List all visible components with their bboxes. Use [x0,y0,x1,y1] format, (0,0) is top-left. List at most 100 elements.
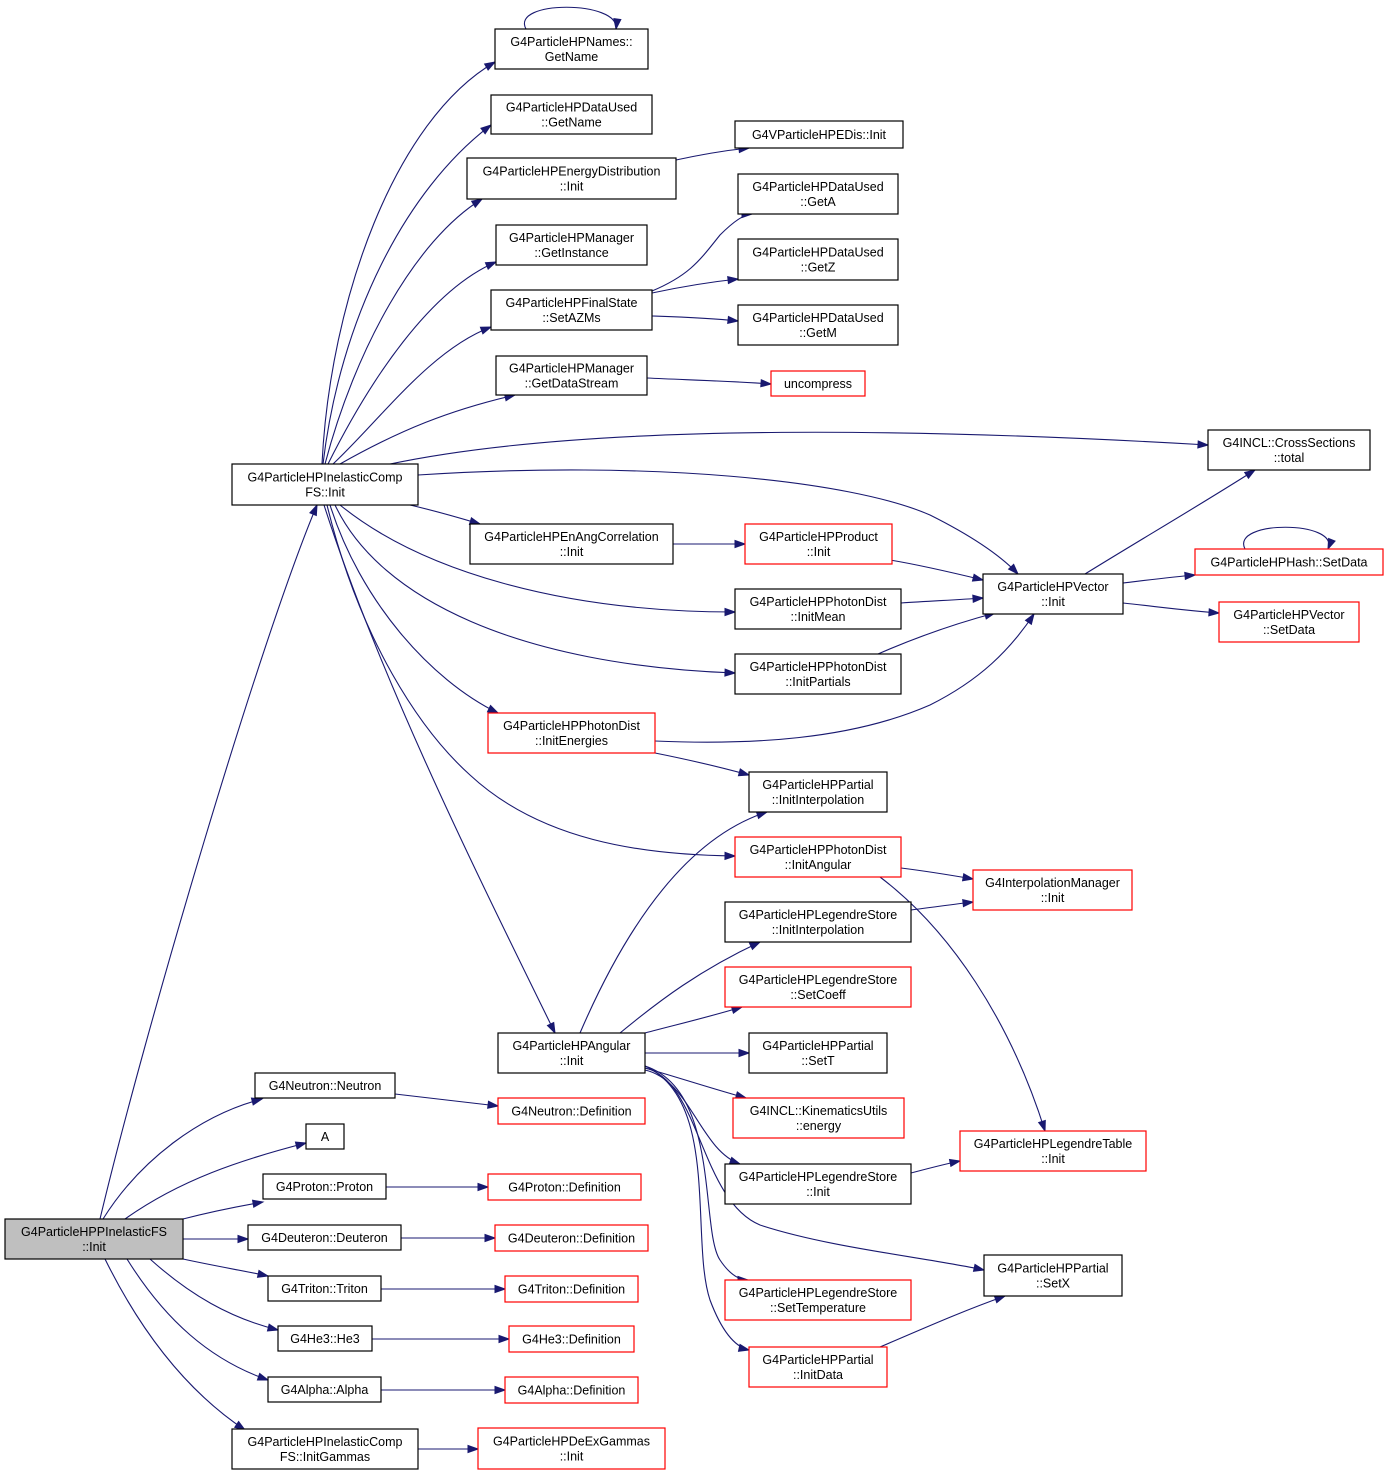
node-get-z[interactable]: G4ParticleHPDataUsed::GetZ [737,238,899,281]
node-box [231,463,419,506]
node-deuteron-def[interactable]: G4Deuteron::Definition [494,1224,649,1252]
node-legendre-set-coeff[interactable]: G4ParticleHPLegendreStore::SetCoeff [724,966,912,1008]
node-label: ::total [1274,451,1305,465]
node-label: ::GetA [800,195,836,209]
arrowhead-hash-set-data [1327,537,1336,551]
node-label: FS::Init [305,486,345,500]
node-triton-triton[interactable]: G4Triton::Triton [267,1275,382,1302]
node-names-get-name[interactable]: G4ParticleHPNames::GetName [494,28,649,70]
node-hash-set-data[interactable]: G4ParticleHPHash::SetData [1194,548,1384,576]
node-manager-get-instance[interactable]: G4ParticleHPManager::GetInstance [495,224,648,266]
node--a[interactable]: A [305,1123,345,1150]
node-partial-set-x[interactable]: G4ParticleHPPartial::SetX [983,1254,1123,1297]
node-label: G4InterpolationManager [985,876,1120,890]
node-he3-def[interactable]: G4He3::Definition [508,1325,635,1353]
node-partial-init-data[interactable]: G4ParticleHPPartial::InitData [748,1346,888,1388]
node-en-ang-init[interactable]: G4ParticleHPEnAngCorrelation::Init [469,523,674,565]
node-label: ::Init [560,1450,584,1464]
node-label: ::Init [82,1240,106,1254]
node-box [469,523,674,565]
node-box [737,304,899,346]
arrowhead-product-init [734,539,747,549]
arrowhead-names-get-name [613,18,622,31]
node-label: G4ParticleHPDataUsed [752,180,883,194]
node-init-partials[interactable]: G4ParticleHPPhotonDist::InitPartials [734,653,902,695]
node-he3-he3[interactable]: G4He3::He3 [277,1325,373,1352]
node-label: G4ParticleHPLegendreStore [739,1286,897,1300]
node-box [982,573,1124,615]
node-product-init[interactable]: G4ParticleHPProduct::Init [744,523,893,565]
node-angular-init[interactable]: G4ParticleHPAngular::Init [497,1032,646,1074]
node-data-used-get-name[interactable]: G4ParticleHPDataUsed::GetName [490,94,653,135]
node-box [466,157,677,200]
edge-set-a-z-ms-to-get-m [651,315,739,322]
node-proton-def[interactable]: G4Proton::Definition [487,1173,642,1201]
node-kin-energy[interactable]: G4INCL::KinematicsUtils::energy [732,1097,905,1139]
node-box [495,355,648,396]
node-get-a[interactable]: G4ParticleHPDataUsed::GetA [737,173,899,215]
node-proton-proton[interactable]: G4Proton::Proton [262,1173,387,1200]
node-partial-set-t[interactable]: G4ParticleHPPartial::SetT [748,1032,888,1074]
arrowhead-cross-total [1197,440,1210,449]
node-uncompress[interactable]: uncompress [770,370,866,397]
node-alpha-alpha[interactable]: G4Alpha::Alpha [267,1376,382,1403]
node-set-a-z-ms[interactable]: G4ParticleHPFinalState::SetAZMs [490,289,653,331]
arrowhead-he3-he3 [266,1323,280,1332]
node-box [495,224,648,266]
node-legendre-store-init[interactable]: G4ParticleHPLegendreStore::Init [724,1163,912,1205]
edge-names-get-name-to-names-get-name [523,6,617,30]
node-label: G4Deuteron::Deuteron [261,1231,388,1245]
node-neutron-def[interactable]: G4Neutron::Definition [497,1097,646,1125]
arrowhead-cross-total [1243,469,1257,480]
arrowhead-names-get-name [483,61,497,71]
node-box [487,1173,642,1201]
edge-vector-init-to-hash-set-data [1122,574,1196,584]
node-box [305,1123,345,1150]
node-cross-total[interactable]: G4INCL::CrossSections::total [1207,429,1371,471]
node-get-m[interactable]: G4ParticleHPDataUsed::GetM [737,304,899,346]
node-legendre-table-init[interactable]: G4ParticleHPLegendreTable::Init [959,1130,1147,1172]
arrowhead-data-used-get-name [480,124,493,135]
node-triton-def[interactable]: G4Triton::Definition [504,1275,639,1303]
node-box [724,966,912,1008]
node-get-data-stream[interactable]: G4ParticleHPManager::GetDataStream [495,355,648,396]
node-energy-dist-init[interactable]: G4ParticleHPEnergyDistribution::Init [466,157,677,200]
node-legendre-set-temp[interactable]: G4ParticleHPLegendreStore::SetTemperatur… [724,1279,912,1321]
edge-neutron-neutron-to-neutron-def [394,1093,499,1107]
node-box [734,836,902,878]
arrowhead-partial-init-data [737,1343,751,1352]
node-init-angular[interactable]: G4ParticleHPPhotonDist::InitAngular [734,836,902,878]
node-label: G4ParticleHPNames:: [510,35,632,49]
edge-set-a-z-ms-to-get-z [651,278,739,294]
node-deuteron-deuteron[interactable]: G4Deuteron::Deuteron [247,1224,402,1251]
node-init-energies[interactable]: G4ParticleHPPhotonDist::InitEnergies [487,712,656,754]
node-alpha-def[interactable]: G4Alpha::Definition [504,1376,639,1404]
edge-root-to-he3-he3 [149,1258,279,1331]
edge-comp-init-to-set-a-z-ms [332,326,492,465]
edge-comp-init-to-get-data-stream [339,394,516,465]
node-partial-interp[interactable]: G4ParticleHPPartial::InitInterpolation [748,771,888,813]
node-interp-mgr-init[interactable]: G4InterpolationManager::Init [972,869,1133,911]
node-label: G4ParticleHPManager [509,362,634,376]
node-legendre-interp[interactable]: G4ParticleHPLegendreStore::InitInterpola… [724,901,912,943]
node-label: ::Init [1041,1152,1065,1166]
node-box [1194,548,1384,576]
arrowhead-uncompress [760,379,773,388]
node-vector-init[interactable]: G4ParticleHPVector::Init [982,573,1124,615]
node-root[interactable]: G4ParticleHPPInelasticFS::Init [4,1218,184,1260]
node-init-mean[interactable]: G4ParticleHPPhotonDist::InitMean [734,588,902,630]
node-vector-set-data[interactable]: G4ParticleHPVector::SetData [1218,601,1360,643]
node-label: G4ParticleHPDeExGammas [493,1435,650,1449]
node-label: ::InitMean [791,610,846,624]
node-neutron-neutron[interactable]: G4Neutron::Neutron [254,1072,396,1099]
edge-comp-init-to-init-mean [339,504,736,613]
node-vedis-init[interactable]: G4VParticleHPEDis::Init [734,120,904,149]
node-label: ::GetName [541,116,601,130]
node-label: ::Init [560,1054,584,1068]
arrowhead-partial-interp [737,768,751,777]
edge-energy-dist-init-to-vedis-init [675,147,750,161]
node-de-ex-init[interactable]: G4ParticleHPDeExGammas::Init [477,1427,666,1470]
